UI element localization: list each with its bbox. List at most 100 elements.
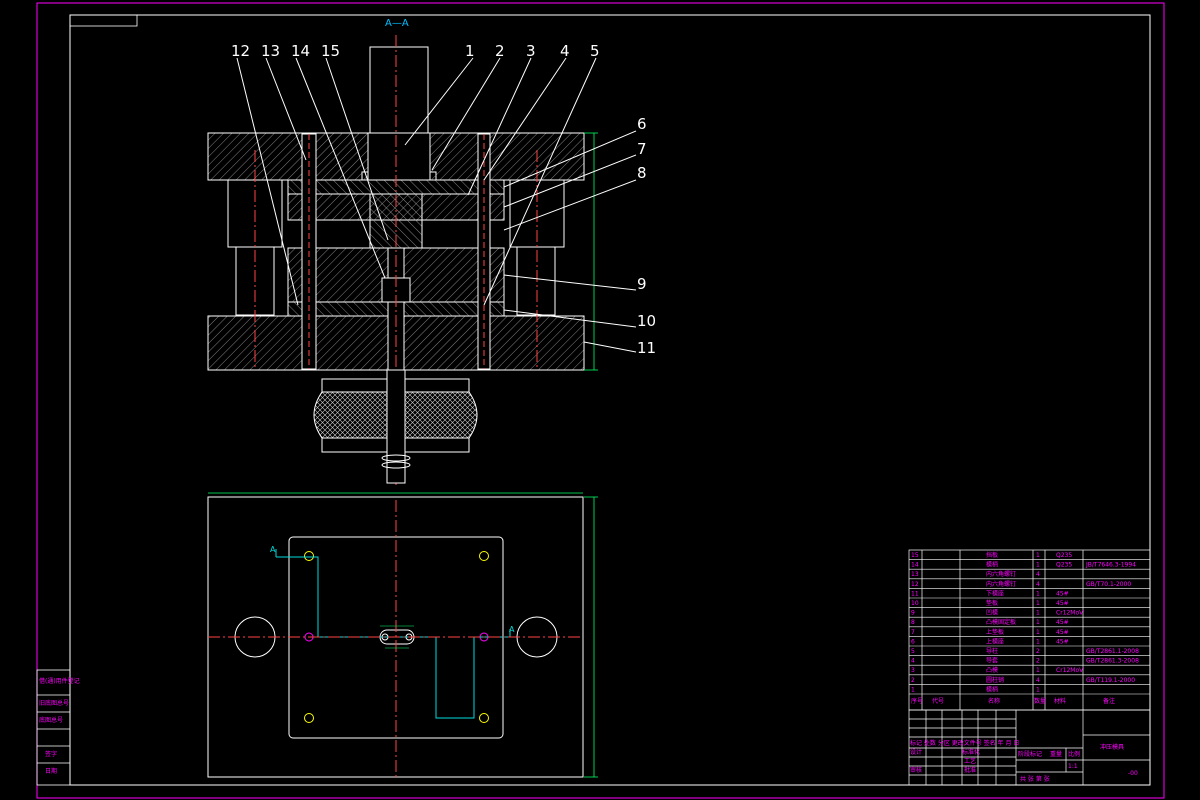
drawing-title: 冲压模具 xyxy=(1100,743,1124,751)
bom-cell-material: 45# xyxy=(1056,590,1069,597)
bom-cell-name: 凹模 xyxy=(986,609,998,617)
bom-cell-name: 垫板 xyxy=(986,599,998,607)
callout-12: 12 xyxy=(231,42,250,60)
bom-cell-standard: JB/T7646.3-1994 xyxy=(1085,562,1136,569)
bom-cell-name: 下模座 xyxy=(986,589,1004,597)
callout-9: 9 xyxy=(637,275,647,293)
bom-cell-name: 模柄 xyxy=(986,685,998,693)
callouts: 1 2 3 4 5 6 7 8 9 10 11 12 13 14 15 xyxy=(231,42,656,357)
callout-8: 8 xyxy=(637,164,647,182)
bom-cell-name: 挡板 xyxy=(986,551,998,559)
bom-cell-name: 内六角螺钉 xyxy=(986,580,1016,588)
bom-header-note: 备注 xyxy=(1103,697,1115,705)
bom-cell-material: Q235 xyxy=(1056,562,1072,569)
left-strip-label-1: 借(通)用件登记 xyxy=(39,677,80,685)
weight-label: 重量 xyxy=(1050,750,1062,758)
callout-3: 3 xyxy=(526,42,536,60)
bom-cell-material: Q235 xyxy=(1056,552,1072,559)
bom-cell-qty: 4 xyxy=(1036,571,1040,578)
callout-10: 10 xyxy=(637,312,656,330)
drawing-number: -00 xyxy=(1128,770,1138,777)
bom-cell-standard: GB/T2861.1-2008 xyxy=(1086,648,1139,655)
bom-cell-name: 模柄 xyxy=(986,561,998,569)
scale-value: 1:1 xyxy=(1068,763,1078,770)
bom-cell-name: 凸模 xyxy=(986,666,998,674)
scale-label: 比例 xyxy=(1068,750,1080,758)
bom-cell-no: 13 xyxy=(911,571,919,578)
bom-cell-qty: 2 xyxy=(1036,658,1040,665)
bom-header-qty: 数量 xyxy=(1034,697,1046,705)
bom-cell-no: 12 xyxy=(911,581,919,588)
bom-cell-qty: 1 xyxy=(1036,686,1040,693)
mark-row: 标记 处数 分区 更改文件号 签名 年 月 日 xyxy=(910,739,1019,747)
callout-6: 6 xyxy=(637,115,647,133)
bom-cell-no: 9 xyxy=(911,610,915,617)
cut-marker-right: A xyxy=(509,625,515,634)
callout-1: 1 xyxy=(465,42,475,60)
callout-5: 5 xyxy=(590,42,600,60)
bom-cell-standard: GB/T70.1-2000 xyxy=(1086,581,1131,588)
bom-cell-no: 14 xyxy=(911,562,919,569)
bom-cell-no: 11 xyxy=(911,590,919,597)
bom-cell-material: 45# xyxy=(1056,600,1069,607)
drawing-frame xyxy=(36,2,1165,799)
left-strip-label-5: 日期 xyxy=(45,767,57,775)
designer-label: 设计 xyxy=(910,748,922,756)
callout-7: 7 xyxy=(637,140,647,158)
bom-cell-material: 45# xyxy=(1056,619,1069,626)
bom-table xyxy=(908,549,1151,711)
cut-marker-left: A xyxy=(270,545,276,554)
leader-lines xyxy=(236,57,637,353)
bom-cell-material: Cr12MoV xyxy=(1056,610,1084,617)
stage-label: 阶段标记 xyxy=(1018,750,1042,758)
bom-cell-qty: 4 xyxy=(1036,581,1040,588)
bom-header-mat: 材料 xyxy=(1054,697,1066,705)
craft-label: 工艺 xyxy=(964,757,976,765)
left-strip xyxy=(36,669,71,786)
bom-header-code: 代号 xyxy=(932,697,944,705)
bom-cell-qty: 1 xyxy=(1036,590,1040,597)
bom-cell-no: 4 xyxy=(911,658,915,665)
bom-cell-no: 7 xyxy=(911,629,915,636)
bom-cell-no: 3 xyxy=(911,667,915,674)
bom-cell-standard: GB/T119.1-2000 xyxy=(1086,677,1135,684)
bom-header-no: 序号 xyxy=(911,697,923,705)
bom-cell-no: 6 xyxy=(911,638,915,645)
callout-4: 4 xyxy=(560,42,570,60)
bom-cell-qty: 1 xyxy=(1036,667,1040,674)
left-strip-label-4: 签字 xyxy=(45,750,57,758)
bom-cell-no: 8 xyxy=(911,619,915,626)
left-strip-label-2: 旧底图总号 xyxy=(39,699,69,707)
title-block-text: 冲压模具 -00 标记 处数 分区 更改文件号 签名 年 月 日 设计 标准化 … xyxy=(910,739,1138,783)
callout-11: 11 xyxy=(637,339,656,357)
bom-cell-name: 导套 xyxy=(986,657,998,665)
title-block xyxy=(908,709,1151,786)
bom-cell-no: 5 xyxy=(911,648,915,655)
bom-cell-name: 上垫板 xyxy=(986,628,1004,636)
bom-cell-qty: 1 xyxy=(1036,610,1040,617)
bom-cell-qty: 1 xyxy=(1036,552,1040,559)
section-view xyxy=(207,35,598,485)
bom-cell-qty: 1 xyxy=(1036,629,1040,636)
bom-cell-no: 2 xyxy=(911,677,915,684)
bom-cell-no: 10 xyxy=(911,600,919,607)
bom-cell-material: 45# xyxy=(1056,638,1069,645)
bom-cell-qty: 1 xyxy=(1036,638,1040,645)
bom-cell-qty: 1 xyxy=(1036,562,1040,569)
bom-cell-material: Cr12MoV xyxy=(1056,667,1084,674)
callout-13: 13 xyxy=(261,42,280,60)
section-label: A—A xyxy=(385,18,409,29)
bom-cell-qty: 1 xyxy=(1036,600,1040,607)
left-strip-label-3: 底图总号 xyxy=(39,716,63,724)
review-label: 审核 xyxy=(910,766,922,774)
bom-cell-qty: 2 xyxy=(1036,648,1040,655)
bom-cell-standard: GB/T2861.3-2008 xyxy=(1086,658,1139,665)
bom-cell-no: 15 xyxy=(911,552,919,559)
bom-cell-no: 1 xyxy=(911,686,915,693)
bom-header-name: 名称 xyxy=(988,697,1000,705)
bom-cell-material: 45# xyxy=(1056,629,1069,636)
bom-header: 序号 代号 名称 数量 材料 备注 xyxy=(911,697,1115,705)
approve-label: 批准 xyxy=(964,766,976,774)
